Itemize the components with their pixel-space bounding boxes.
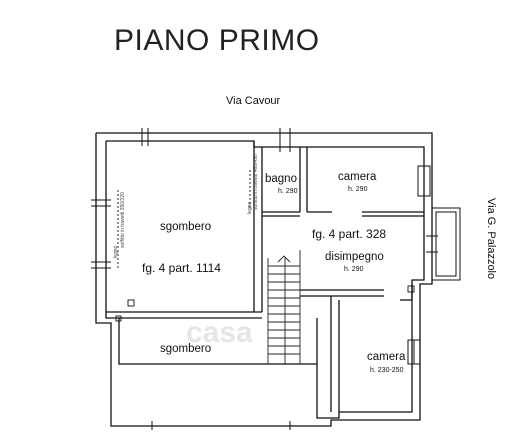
parcel-label-1114: fg. 4 part. 1114 — [142, 261, 221, 275]
room-label-disimpegno: disimpegno — [325, 251, 384, 263]
interior-walls — [106, 141, 424, 412]
room-label-bagno: bagno — [265, 173, 297, 185]
street-label-east: Via G. Palazzolo — [485, 198, 497, 279]
wall-note-mid: soffitto in travetti 460/490 — [253, 154, 259, 210]
small-details — [115, 170, 415, 322]
height-label-bagno: h. 290 — [278, 188, 298, 195]
wall-note-left-2: legno — [113, 246, 119, 258]
height-label-disimpegno: h. 290 — [344, 266, 364, 273]
room-label-sgombero-lower: sgombero — [160, 343, 211, 355]
height-label-camera-top: h. 290 — [348, 186, 368, 193]
height-label-camera-bottom: h. 230-250 — [370, 367, 404, 374]
watermark-logo: casa — [186, 316, 253, 349]
room-label-sgombero-main: sgombero — [160, 221, 211, 233]
outer-walls — [95, 132, 433, 427]
room-label-camera-top: camera — [338, 171, 377, 183]
plan-title: PIANO PRIMO — [114, 24, 320, 57]
wall-note-left: soffitto in travetti 290/320 — [120, 192, 126, 248]
room-label-camera-bottom: camera — [367, 351, 406, 363]
parcel-label-328: fg. 4 part. 328 — [312, 227, 386, 241]
window-marks — [91, 128, 461, 430]
wall-note-mid-2: legno — [247, 202, 253, 214]
staircase — [267, 250, 301, 364]
street-label-north: Via Cavour — [226, 95, 281, 107]
